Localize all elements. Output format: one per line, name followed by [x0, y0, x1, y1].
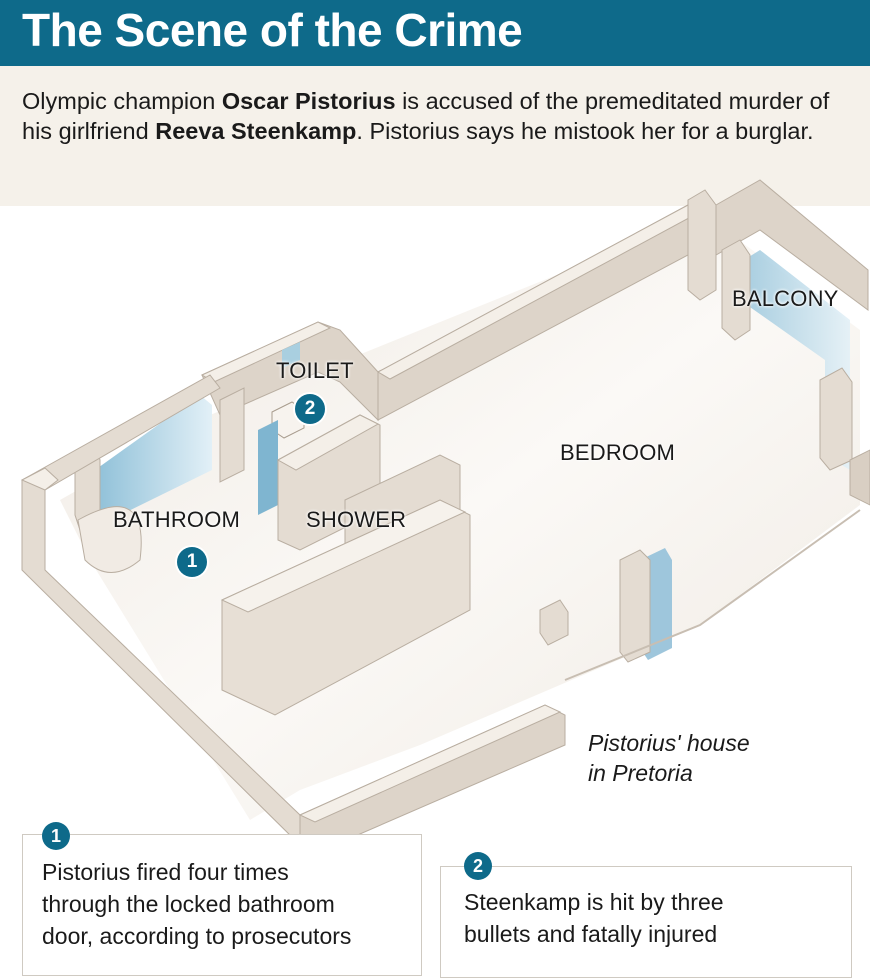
intro-panel	[0, 66, 870, 206]
room-label-balcony: BALCONY	[732, 286, 839, 311]
bedroom-door-frame	[619, 549, 651, 663]
intro-name-pistorius: Oscar Pistorius	[221, 88, 396, 114]
note-marker-1: 1	[42, 822, 70, 850]
note-marker-2: 2	[464, 852, 492, 880]
marker-toilet: 2	[295, 394, 325, 424]
note-text-1: Pistorius fired four times through the l…	[42, 856, 351, 952]
balcony-pillar-left	[721, 239, 751, 341]
wall-stub	[539, 599, 569, 646]
note-box-1	[22, 834, 422, 976]
balcony-back-wall	[715, 179, 869, 311]
toilet-side-wall	[219, 387, 245, 483]
corner-pillar	[687, 189, 717, 301]
balcony-glass	[728, 250, 850, 470]
note-1-line-2: through the locked bathroom	[42, 891, 335, 917]
house-caption-line-1: Pistorius' house	[588, 730, 750, 756]
balcony-pillar-right	[819, 367, 853, 471]
toilet-door-glass	[258, 420, 278, 515]
note-text-2: Steenkamp is hit by three bullets and fa…	[464, 886, 724, 950]
toilet-window	[282, 342, 300, 368]
bedroom-floor-edge	[564, 509, 861, 681]
balcony-end-wall	[849, 449, 870, 506]
intro-text: Olympic champion Oscar Pistorius is accu…	[22, 86, 852, 146]
bathroom-window	[95, 395, 212, 525]
room-label-bathroom: BATHROOM	[113, 507, 241, 532]
outer-left-wall	[21, 374, 301, 847]
outer-bottom-wall-top	[298, 704, 562, 823]
marker-bathroom: 1	[177, 547, 207, 577]
room-label-bedroom: BEDROOM	[560, 440, 676, 465]
room-label-shower: SHOWER	[306, 507, 407, 532]
page-title: The Scene of the Crime	[22, 4, 523, 56]
intro-text-2: is accused of the premeditated murder of…	[22, 88, 830, 144]
toilet-back-wall	[201, 321, 379, 422]
outer-left-wall-top	[20, 467, 59, 491]
intro-text-1: Olympic champion	[22, 88, 222, 114]
note-2-line-1: Steenkamp is hit by three	[464, 889, 724, 915]
title-bar: The Scene of the Crime	[0, 0, 870, 66]
note-1-line-3: door, according to prosecutors	[42, 923, 352, 949]
round-bath	[77, 506, 142, 573]
room-label-toilet: TOILET	[276, 358, 354, 383]
vanity-counter-top	[220, 499, 467, 613]
house-caption: Pistorius' house in Pretoria	[588, 728, 750, 788]
house-caption-line-2: in Pretoria	[588, 760, 693, 786]
note-1-line-1: Pistorius fired four times	[42, 859, 289, 885]
intro-name-steenkamp: Reeva Steenkamp	[155, 118, 357, 144]
note-2-line-2: bullets and fatally injured	[464, 921, 718, 947]
intro-text-3: . Pistorius says he mistook her for a bu…	[356, 118, 814, 144]
toilet-front-wall-top	[276, 414, 380, 471]
